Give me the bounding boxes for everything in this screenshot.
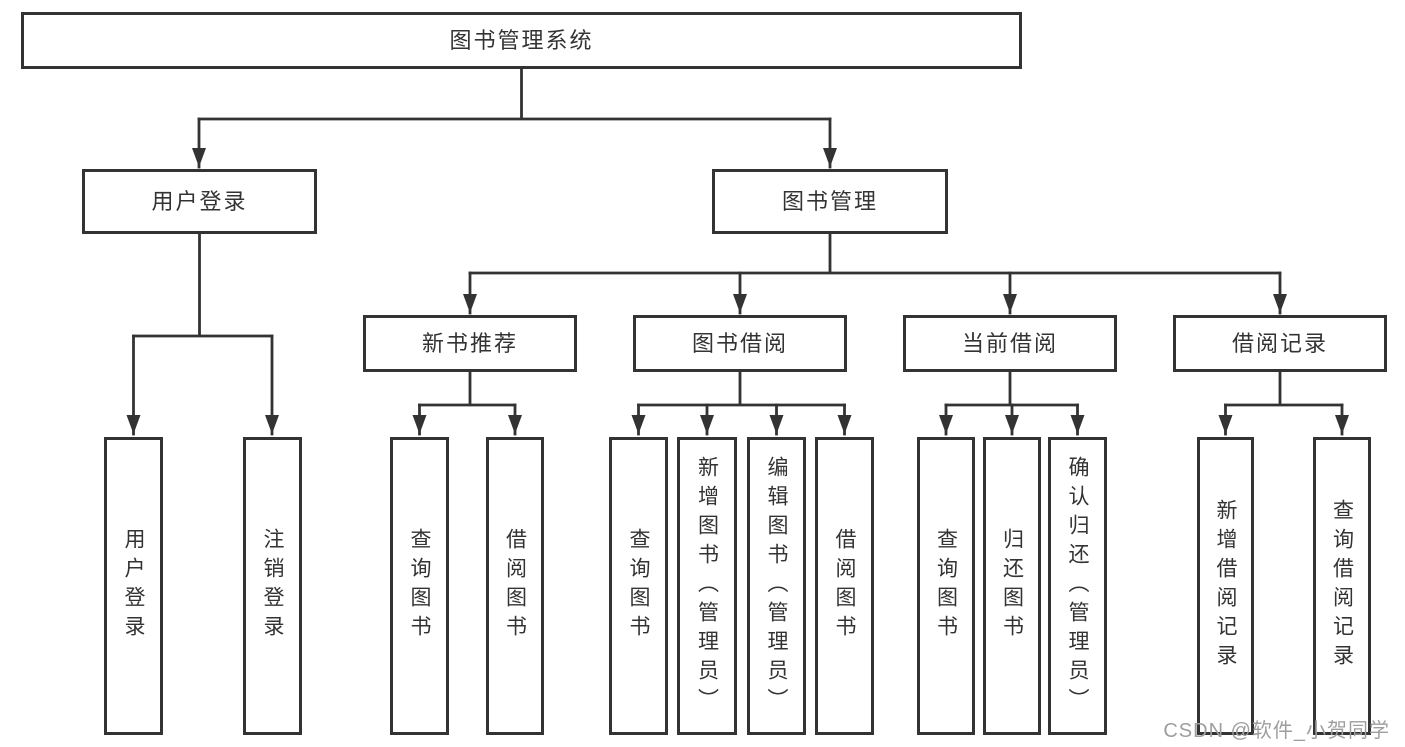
node-label: 图书管理系统	[449, 27, 594, 53]
connector-user-login-children	[126, 232, 279, 436]
node-book-management: 图书管理	[712, 169, 948, 234]
node-label: 确认归还（管理员）	[1066, 455, 1089, 717]
node-borrowing-records: 借阅记录	[1173, 315, 1387, 372]
node-label: 归还图书	[1000, 528, 1024, 644]
connector-borrowing-records-children	[1218, 370, 1349, 436]
leaf-logout-login: 注销登录	[243, 437, 302, 735]
node-label: 当前借阅	[961, 330, 1058, 356]
connector-book-management-children	[463, 232, 1287, 315]
connector-book-borrowing-children	[631, 370, 852, 436]
connector-new-book-recommend-children	[412, 370, 522, 436]
node-library-management-system: 图书管理系统	[21, 12, 1022, 69]
node-label: 查询图书	[408, 528, 431, 644]
leaf-cb-query-books: 查询图书	[917, 437, 975, 735]
node-label: 查询借阅记录	[1330, 499, 1354, 673]
leaf-cb-confirm-return-admin: 确认归还（管理员）	[1048, 437, 1107, 735]
node-label: 新增图书（管理员）	[695, 455, 719, 717]
node-current-borrowing: 当前借阅	[903, 315, 1117, 372]
leaf-bb-borrow-books: 借阅图书	[815, 437, 874, 735]
leaf-br-add-record: 新增借阅记录	[1197, 437, 1254, 735]
node-label: 借阅图书	[503, 528, 527, 644]
node-label: 编辑图书（管理员）	[765, 455, 788, 717]
node-label: 借阅图书	[833, 528, 856, 644]
node-label: 借阅记录	[1231, 330, 1328, 356]
leaf-bb-add-books-admin: 新增图书（管理员）	[677, 437, 737, 735]
leaf-bb-query-books: 查询图书	[609, 437, 668, 735]
leaf-user-login: 用户登录	[104, 437, 163, 735]
csdn-watermark: CSDN @软件_小贺同学	[1163, 720, 1390, 742]
node-user-login: 用户登录	[82, 169, 317, 234]
leaf-nb-query-books: 查询图书	[390, 437, 449, 735]
leaf-br-query-record: 查询借阅记录	[1313, 437, 1371, 735]
node-book-borrowing: 图书借阅	[633, 315, 847, 372]
node-label: 图书管理	[781, 188, 878, 214]
node-label: 注销登录	[261, 528, 284, 644]
node-label: 新书推荐	[421, 330, 518, 356]
leaf-nb-borrow-books: 借阅图书	[486, 437, 544, 735]
node-label: 图书借阅	[691, 330, 788, 356]
connector-root-to-level2	[192, 67, 837, 169]
node-new-book-recommend: 新书推荐	[363, 315, 577, 372]
node-label: 查询图书	[627, 528, 650, 644]
connector-current-borrowing-children	[939, 370, 1085, 436]
node-label: 用户登录	[151, 188, 248, 214]
leaf-cb-return-books: 归还图书	[983, 437, 1041, 735]
node-label: 查询图书	[934, 528, 958, 644]
node-label: 用户登录	[122, 528, 145, 644]
node-label: 新增借阅记录	[1214, 499, 1237, 673]
leaf-bb-edit-books-admin: 编辑图书（管理员）	[747, 437, 806, 735]
